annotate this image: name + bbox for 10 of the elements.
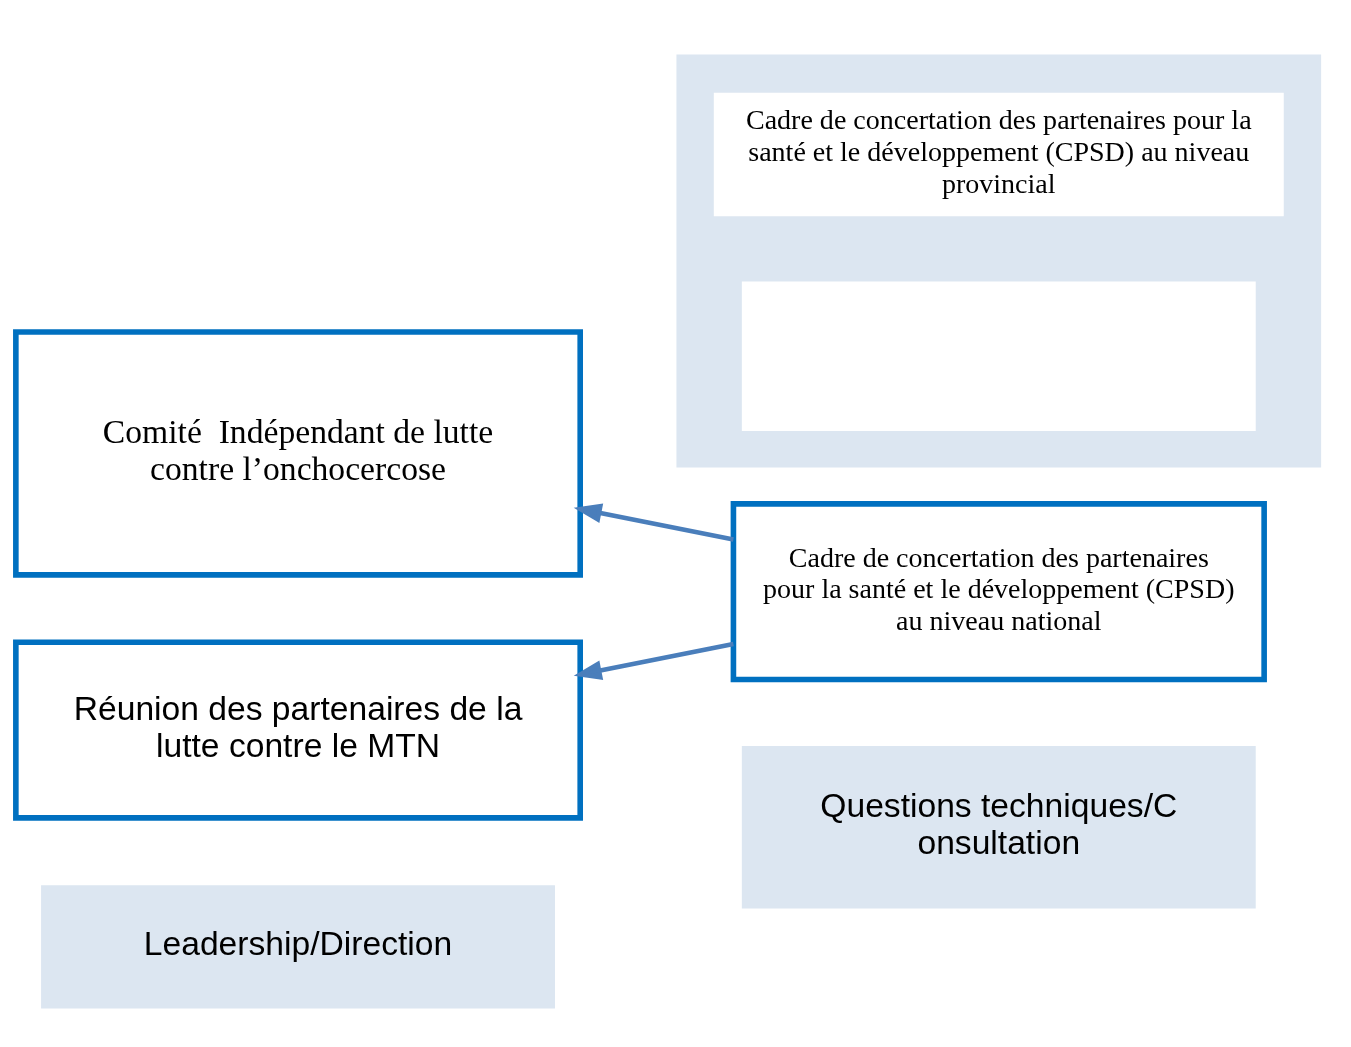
arrow <box>573 641 734 680</box>
node-box: Cadre de concertation des partenaires pour la santé et le développement (CPSD) au niveau national <box>730 500 1267 682</box>
node-box <box>741 281 1256 431</box>
cluster <box>676 54 1322 467</box>
node-box: Cadre de concertation des partenaires pour la santé et le développement (CPSD) au niveau provincial <box>713 92 1284 216</box>
node-box: Comité Indépendant de lutte contre l’onchocercose <box>13 328 583 578</box>
node-box: Leadership/Direction <box>41 884 555 1008</box>
node-box: Réunion des partenaires de la lutte contre le MTN <box>13 638 583 821</box>
arrow <box>573 503 734 542</box>
node-box: Questions techniques/Consultation <box>741 745 1256 908</box>
